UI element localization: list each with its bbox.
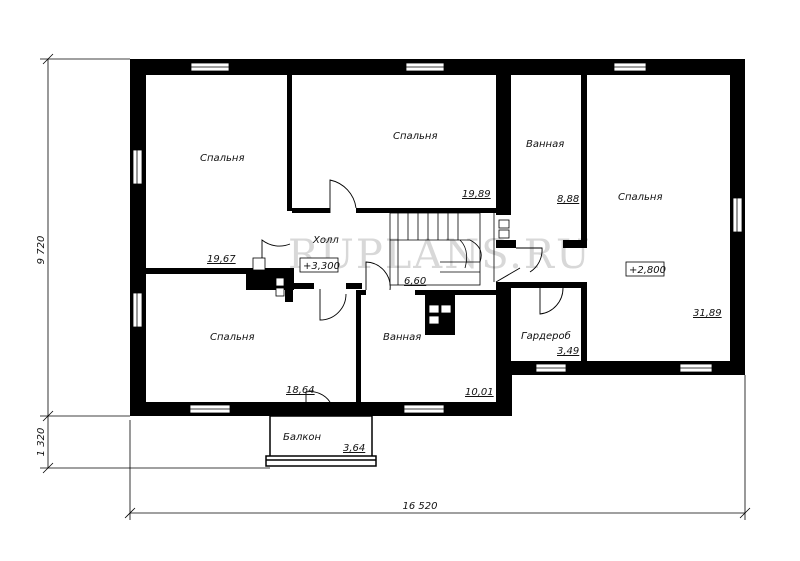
fixtures — [252, 219, 510, 325]
level-east: +2,800 — [629, 265, 666, 276]
room-labels: Спальня 19,67 Спальня 19,89 Ванная 8,88 … — [200, 131, 722, 454]
level-hall: +3,300 — [303, 261, 340, 272]
dimension-width: 16 520 — [403, 501, 438, 512]
room-name-hall: Холл — [312, 235, 339, 246]
room-area-bedroom-e: 31,89 — [693, 308, 722, 319]
room-name-bedroom-nw: Спальня — [200, 153, 245, 164]
dimension-lines — [40, 53, 751, 520]
room-area-hall: 6,60 — [404, 276, 426, 287]
room-area-bedroom-n: 19,89 — [462, 189, 491, 200]
room-area-balcony: 3,64 — [343, 443, 365, 454]
room-area-bedroom-nw: 19,67 — [207, 254, 236, 265]
room-area-bath-s: 10,01 — [465, 387, 494, 398]
room-name-bedroom-sw: Спальня — [210, 332, 255, 343]
room-area-wardrobe: 3,49 — [557, 346, 579, 357]
room-name-balcony: Балкон — [283, 432, 322, 443]
staircase — [389, 212, 495, 286]
windows — [132, 62, 743, 414]
doors — [261, 179, 564, 416]
room-name-bath-ne: Ванная — [526, 139, 564, 150]
interior-walls — [146, 75, 587, 402]
room-area-bedroom-sw: 18,64 — [286, 385, 315, 396]
room-name-wardrobe: Гардероб — [521, 330, 571, 342]
dimension-height-main: 9 720 — [36, 236, 47, 265]
room-name-bedroom-e: Спальня — [618, 192, 663, 203]
room-name-bath-s: Ванная — [383, 332, 421, 343]
room-name-bedroom-n: Спальня — [393, 131, 438, 142]
level-markers: +3,300 +2,800 — [299, 257, 666, 277]
room-area-bath-ne: 8,88 — [557, 194, 579, 205]
dimension-height-balcony: 1 320 — [36, 428, 47, 457]
